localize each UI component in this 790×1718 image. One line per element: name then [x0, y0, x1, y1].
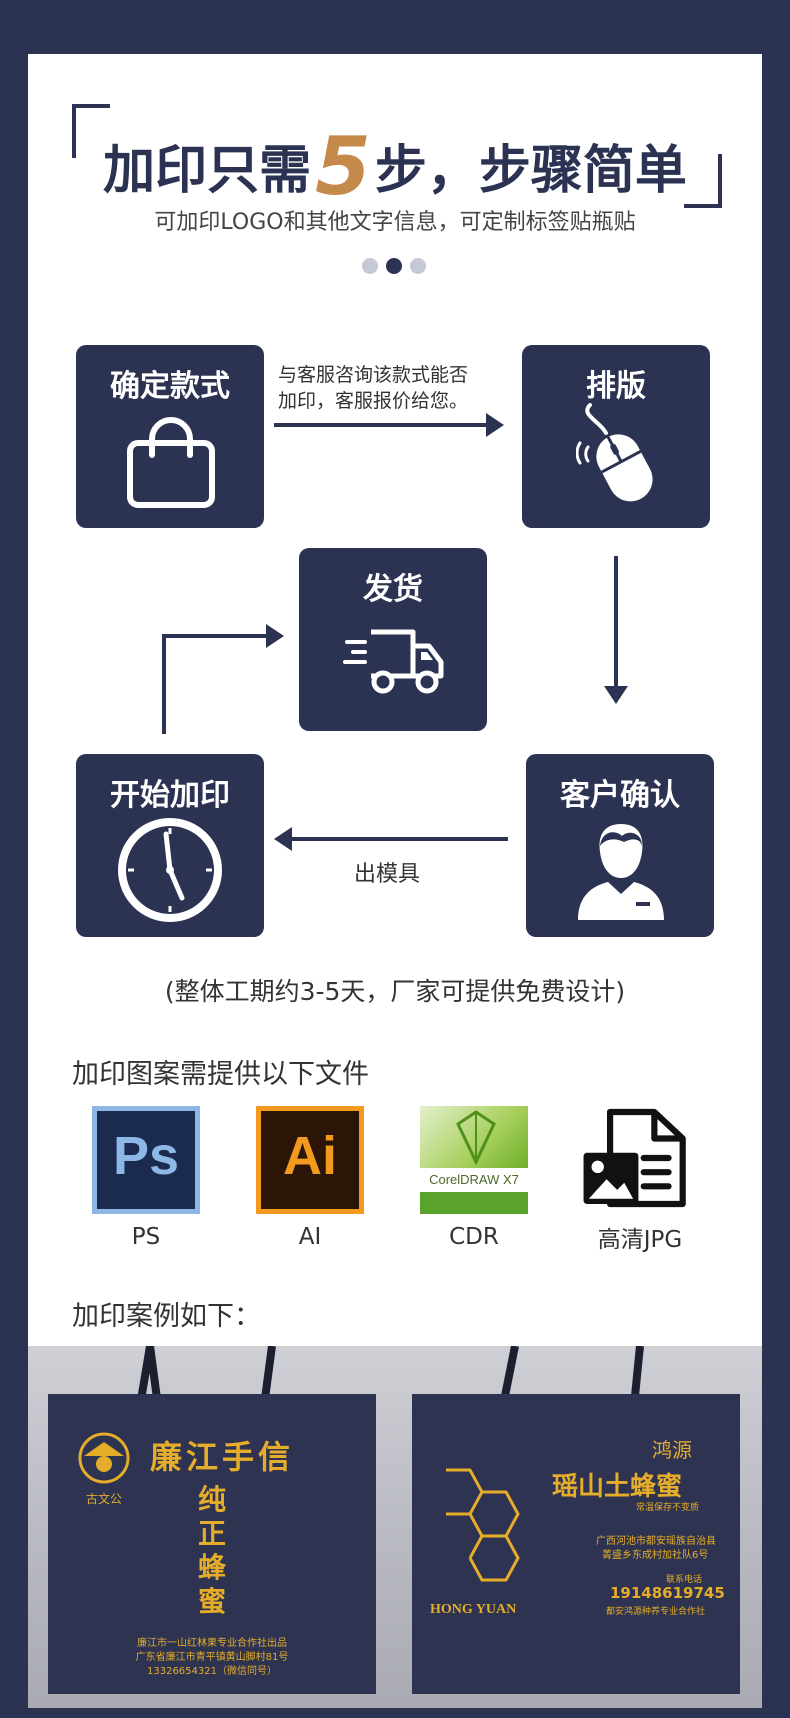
- right-bag-address-2: 菁盛乡东成村加社队6号: [602, 1550, 709, 1561]
- examples-heading: 加印案例如下：: [72, 1301, 261, 1332]
- arrow-left-icon: [274, 827, 508, 851]
- arrow-up-right-icon: [162, 624, 284, 734]
- sample-bag-left: 古文公 廉江手信 纯 正 蜂 蜜 廉江市一山红林果专业合作社出品 广东省廉江市青…: [48, 1394, 376, 1694]
- step-start-printing: 开始加印: [76, 754, 264, 937]
- carousel-dot-2[interactable]: [386, 258, 402, 274]
- mold-note: 出模具: [354, 862, 421, 887]
- right-bag-name: 瑶山土蜂蜜: [552, 1472, 683, 1502]
- step-label: 确定款式: [110, 369, 230, 404]
- mouse-icon: [576, 403, 653, 502]
- illustrator-glyph: Ai: [283, 1126, 337, 1186]
- clock-icon: [118, 818, 222, 922]
- right-bag-brand-cn: 鸿源: [652, 1438, 692, 1462]
- photoshop-glyph: Ps: [112, 1126, 180, 1186]
- page-subtitle: 可加印LOGO和其他文字信息，可定制标签贴瓶贴: [154, 210, 636, 235]
- arrow-right-icon: [274, 413, 504, 437]
- right-bag-tagline: 常温保存不变质: [636, 1503, 700, 1513]
- step-label: 发货: [363, 572, 423, 607]
- files-heading: 加印图案需提供以下文件: [72, 1059, 369, 1090]
- step-confirm-style: 确定款式: [76, 345, 264, 528]
- file-caption-ps: PS: [131, 1224, 161, 1250]
- left-bag-product-1: 纯: [198, 1483, 227, 1516]
- step-label: 排版: [586, 369, 646, 404]
- right-bag-brand-en: HONG YUAN: [430, 1602, 517, 1617]
- farmer-logo-icon: [78, 1432, 130, 1484]
- title-bracket-left: [72, 104, 110, 158]
- consult-note-line-2: 加印，客服报价给您。: [278, 390, 469, 412]
- step-ship: 发货: [299, 548, 487, 731]
- image-file-icon: [583, 1108, 686, 1208]
- arrow-down-icon: [604, 556, 628, 704]
- step-customer-confirm: 客户确认: [526, 754, 714, 937]
- hexagon-logo-icon: [446, 1468, 520, 1582]
- left-bag-product-2: 正: [198, 1517, 227, 1550]
- right-bag-coop: 都安鸿源种养专业合作社: [606, 1607, 706, 1617]
- page-title: 加印只需5步，步骤简单: [28, 120, 762, 213]
- step-label: 客户确认: [560, 778, 680, 813]
- file-caption-ai: AI: [298, 1224, 322, 1250]
- right-bag-address-1: 广西河池市都安瑶族自治县: [596, 1536, 716, 1547]
- customer-icon: [578, 824, 664, 920]
- consult-note: 与客服咨询该款式能否 加印，客服报价给您。: [278, 362, 518, 414]
- left-bag-product-3: 蜂: [198, 1551, 227, 1584]
- left-bag-brand: 古文公: [85, 1492, 122, 1506]
- title-suffix: 步，步骤简单: [374, 141, 687, 201]
- left-bag-footer-2: 广东省廉江市青平镇黄山脚村81号: [135, 1652, 289, 1663]
- delivery-truck-icon: [343, 629, 444, 694]
- step-layout: 排版: [522, 345, 710, 528]
- left-bag-product-4: 蜜: [198, 1585, 227, 1618]
- right-bag-contact-label: 联系电话: [666, 1575, 703, 1585]
- photoshop-icon: Ps: [92, 1106, 200, 1214]
- duration-note: (整体工期约3-5天，厂家可提供免费设计): [164, 977, 626, 1006]
- title-step-count: 5: [315, 120, 371, 213]
- shopping-bag-icon: [127, 417, 215, 508]
- content-card: 加印只需5步，步骤简单 可加印LOGO和其他文字信息，可定制标签贴瓶贴 确定款式…: [28, 54, 762, 1708]
- illustrator-icon: Ai: [256, 1106, 364, 1214]
- file-caption-jpg: 高清JPG: [597, 1227, 683, 1253]
- coreldraw-wordmark: CorelDRAW X7: [429, 1172, 519, 1187]
- title-prefix: 加印只需: [103, 141, 312, 201]
- right-bag-phone: 19148619745: [610, 1584, 725, 1602]
- carousel-dot-3[interactable]: [410, 258, 426, 274]
- file-caption-cdr: CDR: [449, 1224, 499, 1250]
- left-bag-footer-3: 13326654321（微信同号）: [147, 1666, 277, 1677]
- sample-bag-right: HONG YUAN 鸿源 瑶山土蜂蜜 常温保存不变质 广西河池市都安瑶族自治县 …: [412, 1394, 740, 1694]
- coreldraw-icon: CorelDRAW X7: [420, 1106, 528, 1214]
- left-bag-name: 廉江手信: [150, 1438, 295, 1476]
- pen-nib-icon: [456, 1110, 496, 1166]
- carousel-dot-1[interactable]: [362, 258, 378, 274]
- left-bag-footer-1: 廉江市一山红林果专业合作社出品: [137, 1638, 287, 1649]
- consult-note-line-1: 与客服咨询该款式能否: [278, 364, 469, 386]
- title-bracket-right: [684, 154, 722, 208]
- example-photo: 古文公 廉江手信 纯 正 蜂 蜜 廉江市一山红林果专业合作社出品 广东省廉江市青…: [28, 1346, 762, 1708]
- step-label: 开始加印: [110, 778, 230, 813]
